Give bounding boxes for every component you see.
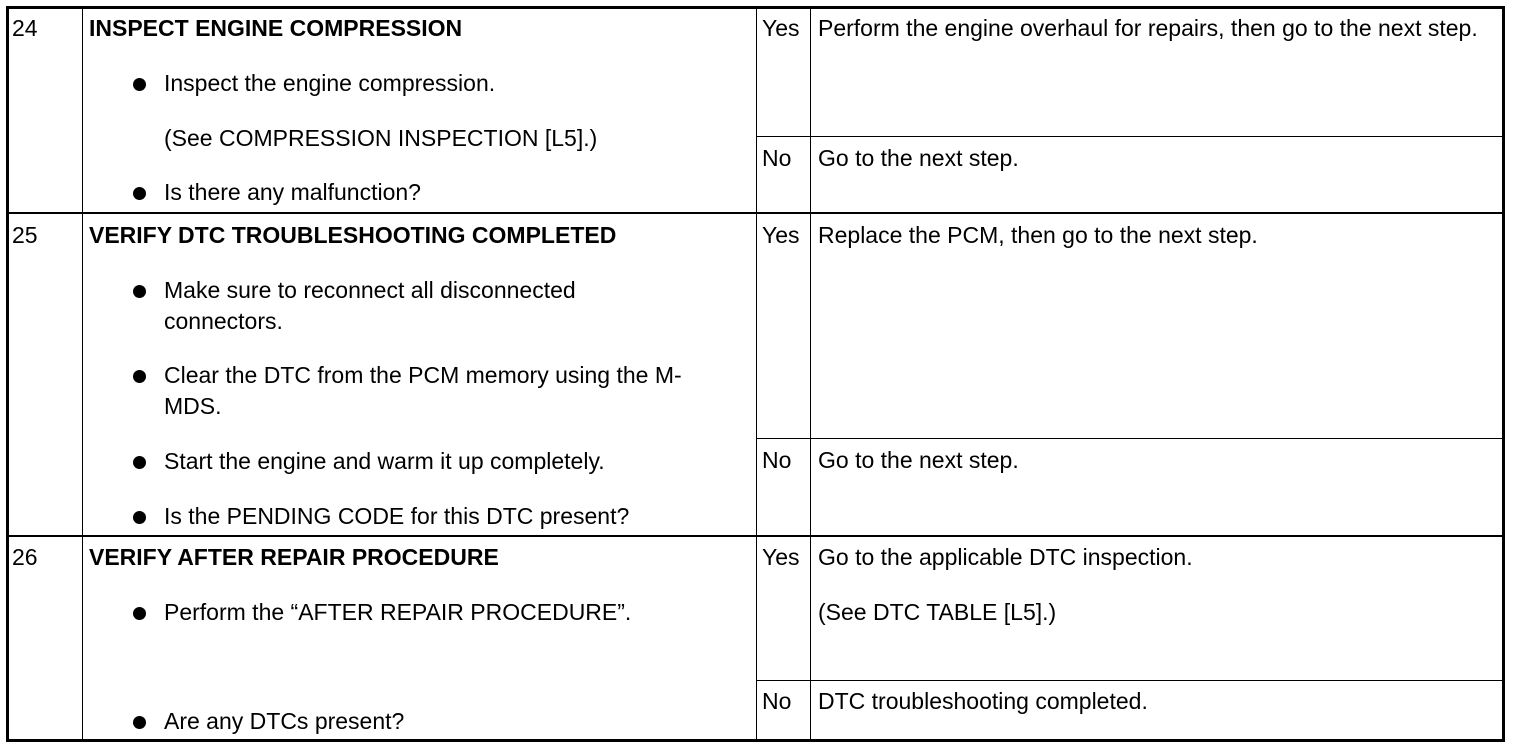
no-label: No	[762, 145, 792, 171]
step-item: Start the engine and warm it up complete…	[164, 448, 605, 474]
no-action: Go to the next step.	[818, 447, 1019, 473]
no-label: No	[762, 447, 792, 473]
yes-label: Yes	[762, 222, 800, 248]
bullet-icon	[133, 370, 146, 383]
yes-action: Perform the engine overhaul for repairs,…	[818, 15, 1478, 41]
bullet-icon	[133, 78, 146, 91]
step-item: Inspect the engine compression.	[164, 70, 496, 96]
column-divider-action	[756, 6, 757, 742]
step-item: Perform the “AFTER REPAIR PROCEDURE”.	[164, 599, 632, 625]
yes-no-divider	[756, 136, 1505, 137]
step-question: Are any DTCs present?	[164, 708, 405, 734]
bullet-icon	[133, 187, 146, 200]
yes-action: Go to the applicable DTC inspection.	[818, 544, 1193, 570]
no-action: DTC troubleshooting completed.	[818, 688, 1148, 714]
yes-label: Yes	[762, 15, 800, 41]
step-item: Clear the DTC from the PCM memory using …	[164, 362, 682, 419]
yes-no-divider	[756, 680, 1505, 681]
yes-no-divider	[756, 438, 1505, 439]
step-title: INSPECT ENGINE COMPRESSION	[89, 15, 463, 41]
yes-reference: (See DTC TABLE [L5].)	[818, 599, 1057, 625]
yes-label: Yes	[762, 544, 800, 570]
no-action: Go to the next step.	[818, 145, 1019, 171]
bullet-icon	[133, 607, 146, 620]
bullet-icon	[133, 716, 146, 729]
step-number: 24	[12, 15, 38, 41]
step-item: Make sure to reconnect all disconnected …	[164, 277, 576, 334]
step-number: 26	[12, 544, 38, 570]
bullet-icon	[133, 456, 146, 469]
bullet-icon	[133, 511, 146, 524]
step-title: VERIFY DTC TROUBLESHOOTING COMPLETED	[89, 222, 617, 248]
column-divider-step	[82, 6, 83, 742]
row-divider	[6, 212, 1505, 214]
column-divider-result	[810, 6, 811, 742]
step-number: 25	[12, 222, 38, 248]
no-label: No	[762, 688, 792, 714]
step-question: Is there any malfunction?	[164, 179, 421, 205]
bullet-icon	[133, 285, 146, 298]
row-divider	[6, 535, 1505, 537]
step-title: VERIFY AFTER REPAIR PROCEDURE	[89, 544, 499, 570]
troubleshooting-table	[6, 6, 1505, 742]
step-reference: (See COMPRESSION INSPECTION [L5].)	[164, 125, 598, 151]
yes-action: Replace the PCM, then go to the next ste…	[818, 222, 1258, 248]
step-question: Is the PENDING CODE for this DTC present…	[164, 503, 630, 529]
